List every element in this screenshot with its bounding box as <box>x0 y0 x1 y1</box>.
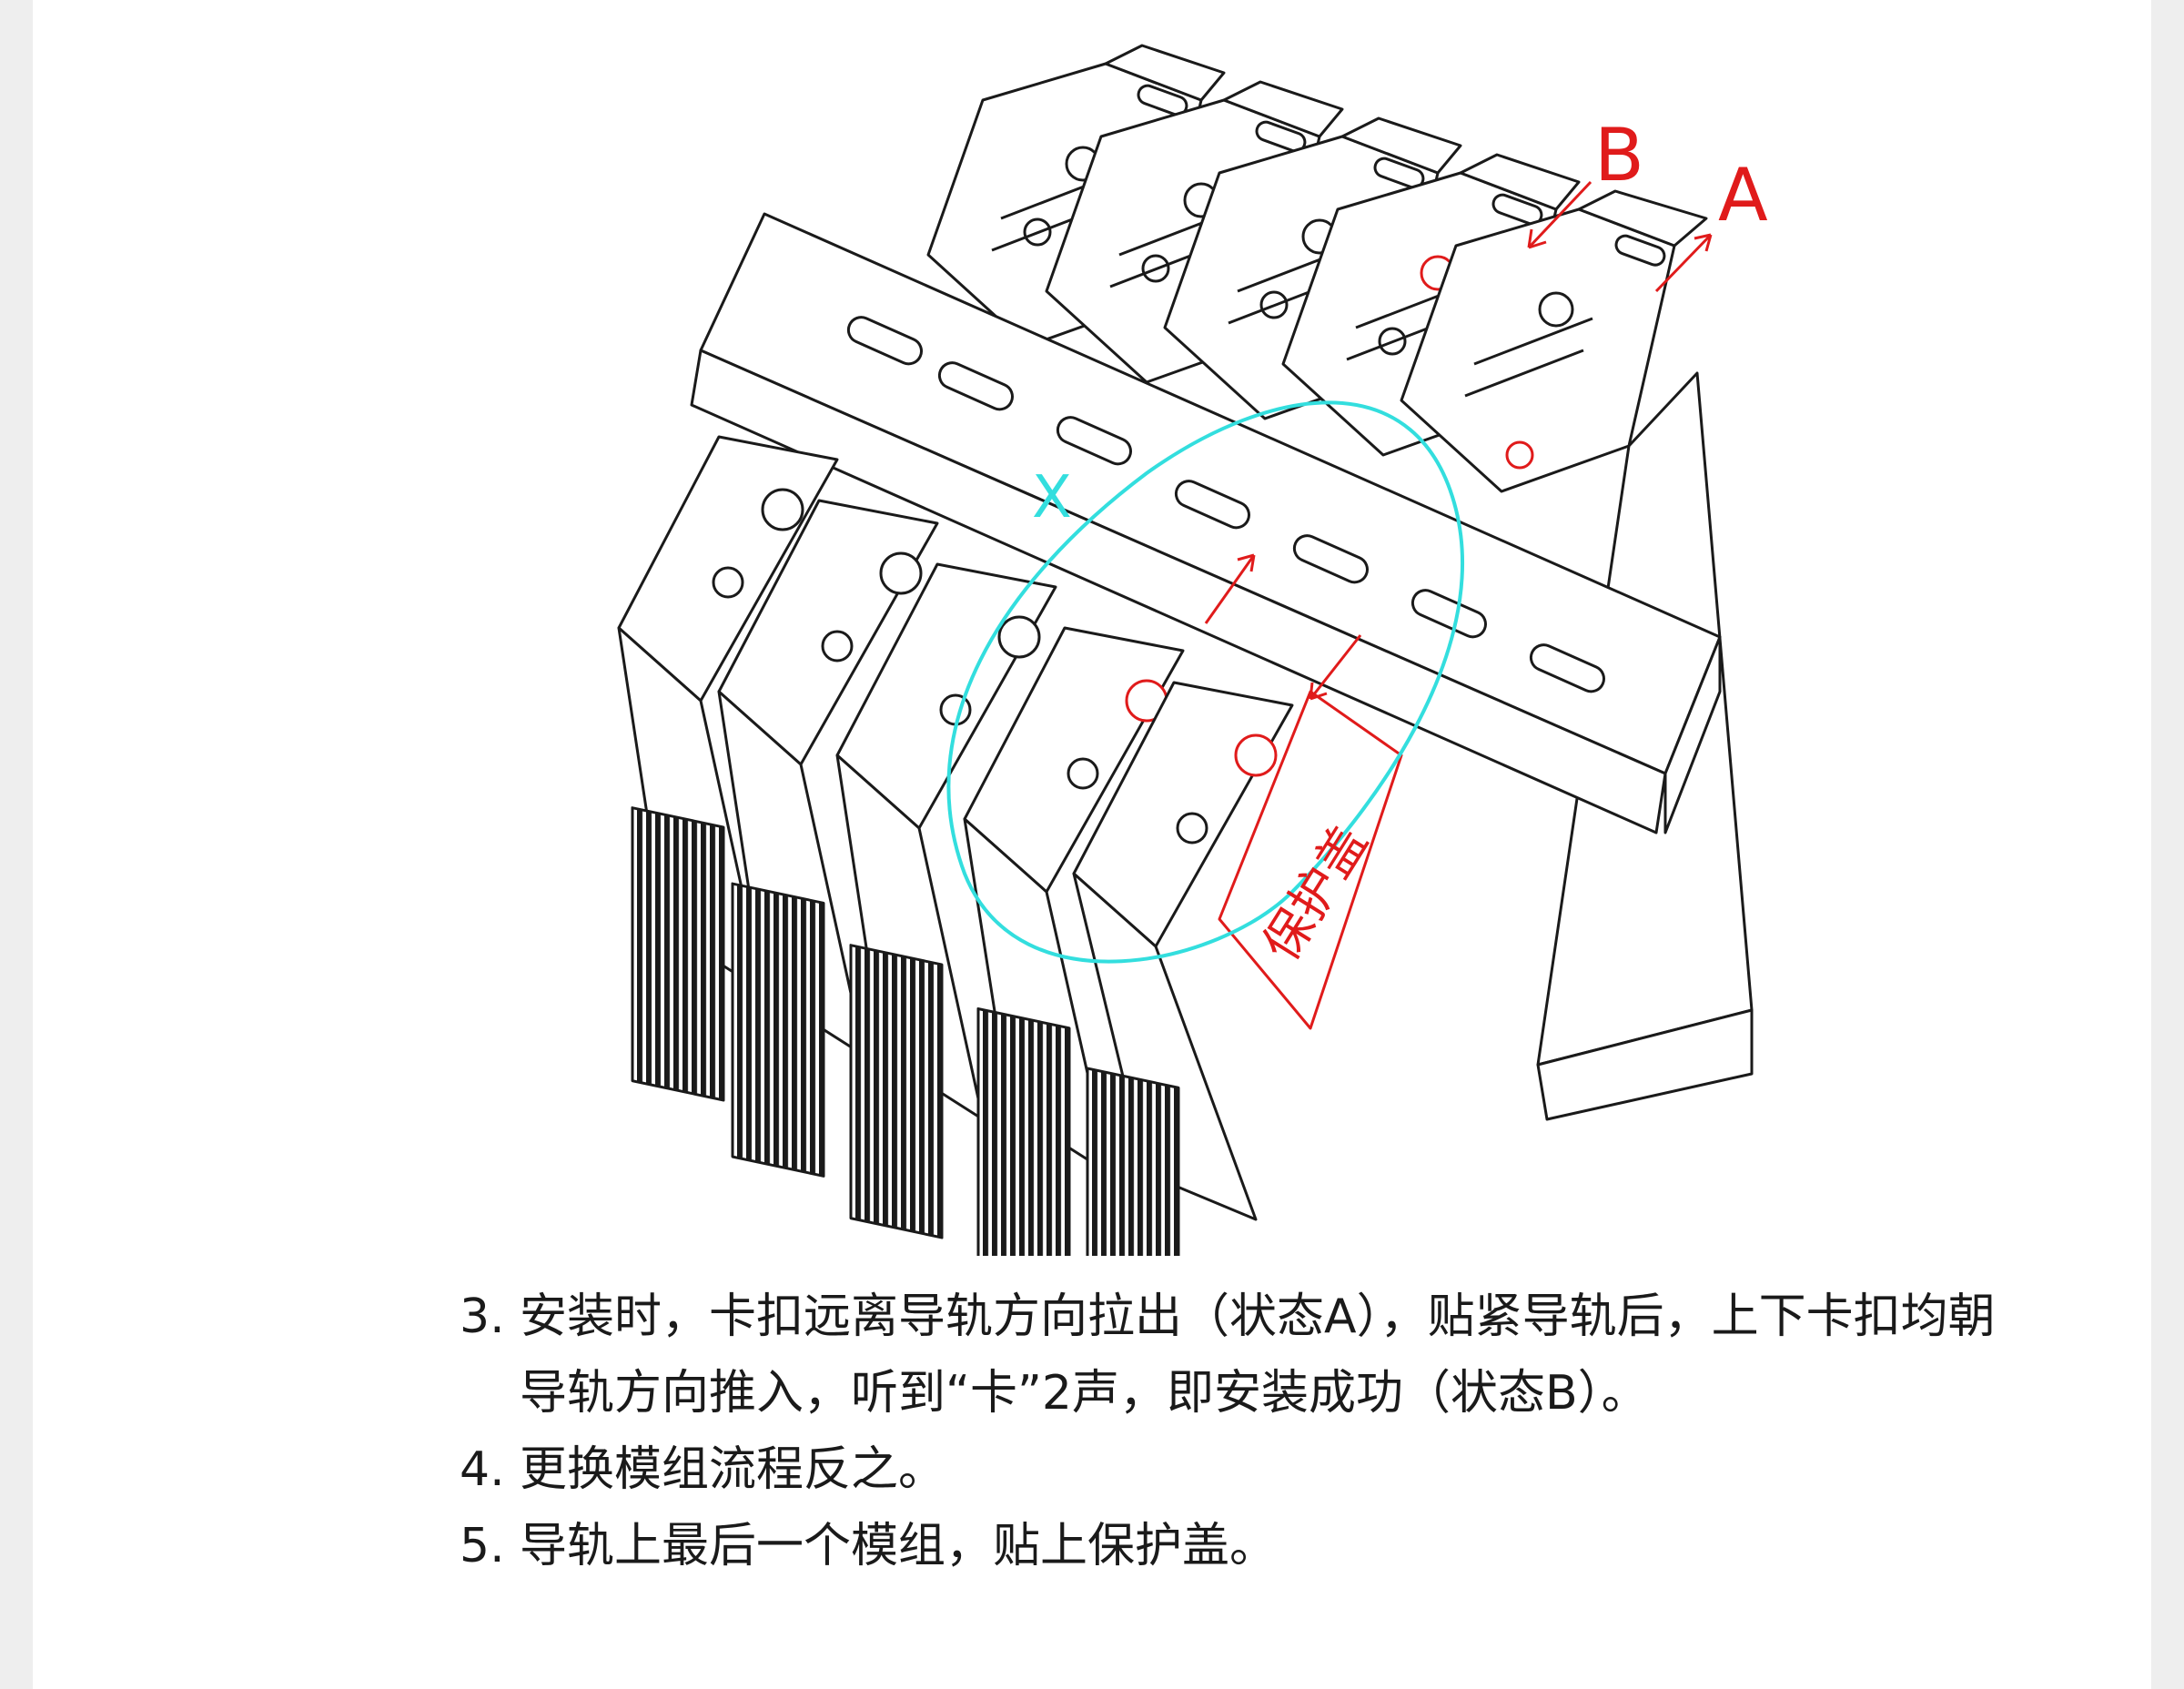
rear-module <box>1400 189 1708 493</box>
front-module-row <box>617 435 1294 1256</box>
front-module <box>963 626 1185 1256</box>
label-b: B <box>1594 113 1644 197</box>
step-number: 5. <box>460 1519 505 1573</box>
label-x: X <box>1032 464 1072 531</box>
instruction-step-3: 3. 安装时，卡扣远离导轨方向拉出（状态A），贴紧导轨后，上下卡扣均朝导轨方向推… <box>460 1279 2007 1431</box>
front-module <box>835 562 1057 1239</box>
step-number: 4. <box>460 1442 505 1497</box>
label-a: A <box>1718 153 1768 238</box>
installation-diagram: B A X 保护盖 <box>617 44 1768 1256</box>
instruction-step-5: 5. 导轨上最后一个模组，贴上保护盖。 <box>460 1508 2007 1584</box>
step-text: 安装时，卡扣远离导轨方向拉出（状态A），贴紧导轨后，上下卡扣均朝导轨方向推入，听… <box>520 1290 1996 1421</box>
front-module <box>617 435 839 1102</box>
step-text: 更换模组流程反之。 <box>520 1442 946 1497</box>
instruction-step-4: 4. 更换模组流程反之。 <box>460 1431 2007 1508</box>
state-arrows <box>1204 180 1713 701</box>
step-number: 3. <box>460 1290 505 1344</box>
highlight-loop <box>946 400 1464 964</box>
rear-module-row <box>926 44 1708 493</box>
instruction-list: 3. 安装时，卡扣远离导轨方向拉出（状态A），贴紧导轨后，上下卡扣均朝导轨方向推… <box>460 1279 2007 1584</box>
step-text: 导轨上最后一个模组，贴上保护盖。 <box>520 1519 1278 1573</box>
